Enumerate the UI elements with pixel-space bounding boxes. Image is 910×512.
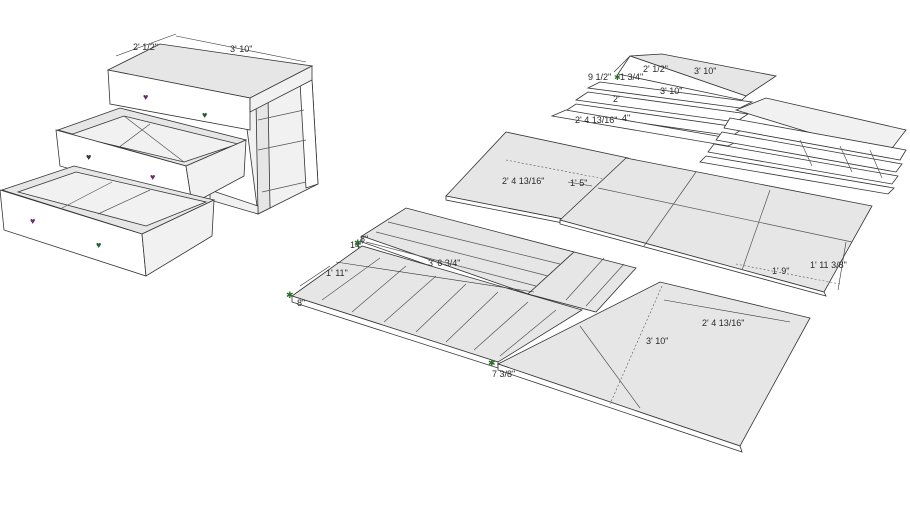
dim-base-small: 1' 5" xyxy=(570,178,587,188)
knob-icon[interactable]: ♥ xyxy=(30,216,35,226)
dim-top-width: 3' 10" xyxy=(694,66,716,76)
dim-front-height: 1' 11" xyxy=(326,268,348,278)
dim-rail-short: 2' xyxy=(613,94,620,104)
dim-back-small: 7 3/8" xyxy=(492,369,515,379)
dresser-top-drawer-front[interactable] xyxy=(107,69,251,131)
knob-icon[interactable]: ♥ xyxy=(202,110,207,120)
dresser-front-leg xyxy=(255,96,271,215)
dim-dresser-depth: 2' 1/2" xyxy=(133,42,158,52)
dim-base-depth: 2' 4 13/16" xyxy=(502,176,544,186)
drawer-base-panels[interactable]: 2' 4 13/16" 1' 5" 1' 9" 1' 11 3/8" xyxy=(445,131,873,297)
dim-top-depth: 2' 1/2" xyxy=(643,64,668,74)
dim-front-8: 8" xyxy=(297,298,305,308)
drawer-fronts-group[interactable]: 8" 14" 3' 6 3/4" 1' 11" 8" ✱ ✱ 2' 4 13/1… xyxy=(286,207,811,453)
knob-icon[interactable]: ♥ xyxy=(150,172,155,182)
rail-1 xyxy=(586,81,754,109)
axis-marker-icon: ✱ xyxy=(614,73,621,82)
dim-bottom-b: 1' 11 3/8" xyxy=(810,260,847,270)
dim-rail-side-b: 4" xyxy=(622,113,630,123)
axis-marker-icon: ✱ xyxy=(286,290,294,300)
knob-icon[interactable]: ♥ xyxy=(143,92,148,102)
dim-small-a: 9 1/2" xyxy=(588,72,611,82)
axis-marker-icon: ✱ xyxy=(488,358,496,368)
dim-back-height: 3' 10" xyxy=(646,336,668,346)
dim-small-b: 1 3/4" xyxy=(620,72,643,82)
axis-marker-icon: ✱ xyxy=(354,238,362,248)
knob-icon[interactable]: ♥ xyxy=(86,152,91,162)
dresser-base-rail xyxy=(209,189,259,215)
dim-dresser-width: 3' 10" xyxy=(230,44,252,54)
dim-rail-side: 2' 4 13/16" xyxy=(575,115,617,125)
dim-rail-length: 3' 10" xyxy=(660,86,682,96)
top-panel-group[interactable]: 2' 1/2" 3' 10" 9 1/2" 1 3/4" ✱ xyxy=(588,53,778,101)
dim-bottom-a: 1' 9" xyxy=(772,266,789,276)
dim-back-depth: 2' 4 13/16" xyxy=(702,318,744,328)
knob-icon[interactable]: ♥ xyxy=(96,240,101,250)
dim-front-small-8: 8" xyxy=(360,234,368,244)
dresser-assembly[interactable]: ♥ ♥ ♥ ♥ ♥ ♥ 2' 1/2" 3' 10" xyxy=(0,33,319,277)
dim-front-length: 3' 6 3/4" xyxy=(428,258,460,268)
dim-front-14: 14" xyxy=(350,240,363,250)
rails-group[interactable]: 3' 10" 2' 2' 4 13/16" 4" xyxy=(550,81,907,195)
